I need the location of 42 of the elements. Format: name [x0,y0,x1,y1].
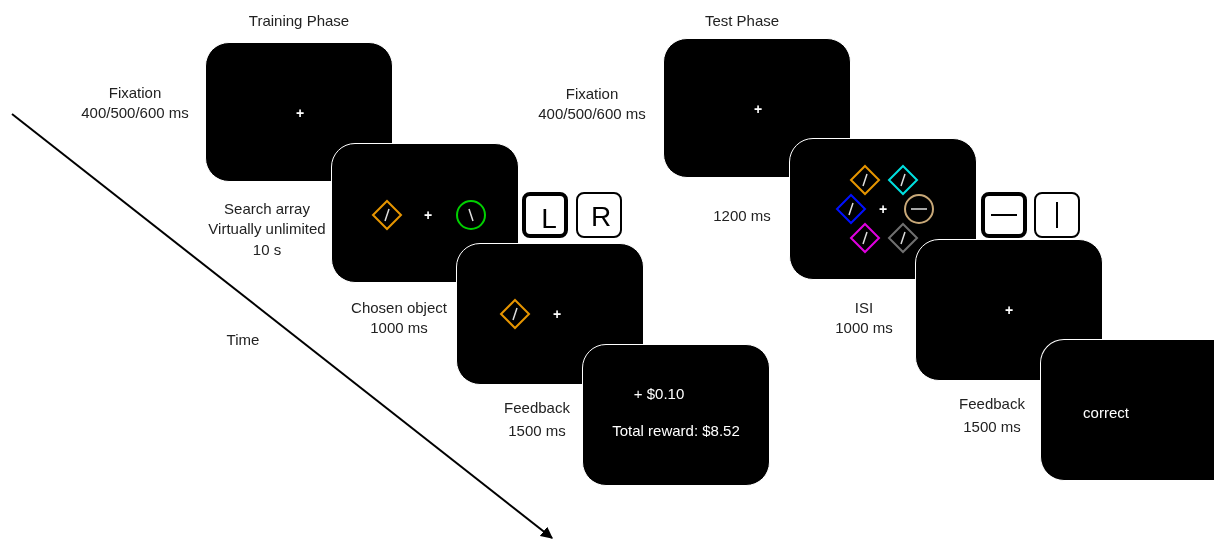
phase-label: Fixation [565,84,619,102]
duration-label: Virtually unlimited [208,219,326,237]
fixation-cross: + [552,306,562,322]
feedback-text: Total reward: $8.52 [612,421,740,439]
stimulus-screen [205,42,393,182]
duration-label: 1500 ms [963,417,1021,435]
duration-label: 1200 ms [713,206,771,224]
phase-label: Feedback [504,398,570,416]
phase-label: ISI [854,298,874,316]
duration-label: 1500 ms [508,421,566,439]
response-key [981,192,1027,238]
duration-label: 1000 ms [835,318,893,336]
phase-label: Search array [224,199,310,217]
duration-label: 10 s [252,240,282,258]
response-key [1034,192,1080,238]
phase-title: Test Phase [704,11,780,29]
duration-label: 400/500/600 ms [81,103,189,121]
fixation-cross: + [753,101,763,117]
response-key [576,192,622,238]
fixation-cross: + [1004,302,1014,318]
feedback-text: correct [1083,403,1129,421]
fixation-cross: + [878,201,888,217]
phase-label: Fixation [108,83,162,101]
duration-label: 1000 ms [370,318,428,336]
fixation-cross: + [423,207,433,223]
phase-label: Chosen object [351,298,447,316]
response-key [522,192,568,238]
stimulus-screen [915,239,1103,381]
stimulus-screen [789,138,977,280]
phase-label: Feedback [959,394,1025,412]
phase-title: Training Phase [248,11,350,29]
stimulus-screen [331,143,519,283]
axis-label: Time [226,330,260,348]
feedback-text: + $0.10 [633,384,685,402]
stimulus-screen [663,38,851,178]
stimulus-screen [1040,339,1214,481]
key-label: R [590,201,612,233]
stimulus-screen [582,344,770,486]
duration-label: 400/500/600 ms [538,104,646,122]
fixation-cross: + [295,105,305,121]
key-label: L [541,203,557,235]
stimulus-screen [456,243,644,385]
